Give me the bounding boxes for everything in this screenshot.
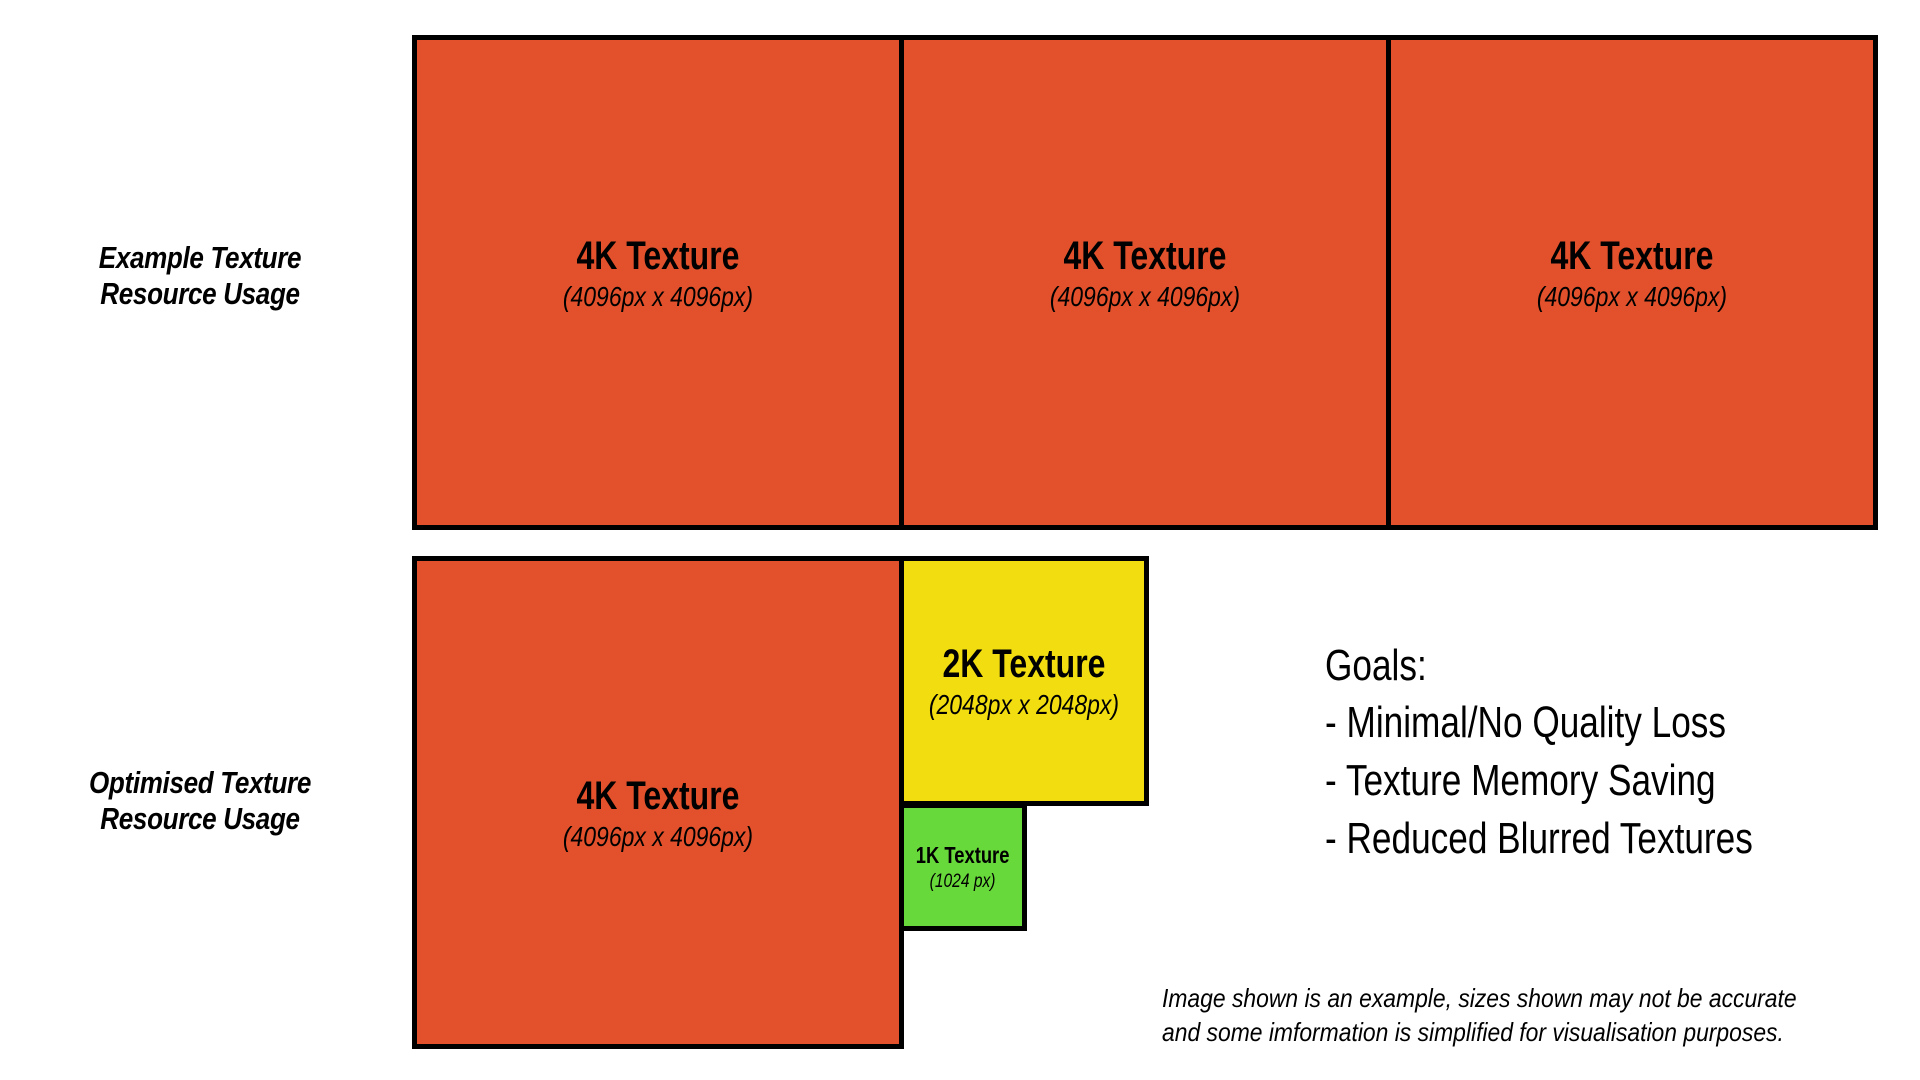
texture-block-4k-c-dimensions: (4096px x 4096px)	[1536, 281, 1728, 312]
texture-block-4k-a-title: 4K Texture	[576, 234, 740, 278]
texture-block-4k-b-title: 4K Texture	[1063, 234, 1227, 278]
texture-block-1k-text: 1K Texture (1024 px)	[904, 841, 1021, 892]
texture-block-4k-optimised-dimensions: (4096px x 4096px)	[562, 821, 754, 852]
goals-list: Goals: - Minimal/No Quality Loss - Textu…	[1325, 640, 1885, 865]
texture-block-4k-c-text: 4K Texture (4096px x 4096px)	[1516, 236, 1748, 311]
texture-block-4k-optimised: 4K Texture (4096px x 4096px)	[412, 556, 904, 1049]
texture-block-4k-b-dimensions: (4096px x 4096px)	[1049, 281, 1241, 312]
texture-block-1k-dimensions: (1024 px)	[930, 870, 996, 892]
texture-block-4k-c-title: 4K Texture	[1550, 234, 1714, 278]
texture-block-4k-a: 4K Texture (4096px x 4096px)	[412, 35, 904, 530]
texture-block-2k-title: 2K Texture	[942, 641, 1106, 686]
goals-item-1: - Minimal/No Quality Loss	[1325, 698, 1727, 748]
texture-block-1k-title: 1K Texture	[916, 841, 1010, 868]
goals-heading: Goals:	[1325, 641, 1427, 690]
footnote-disclaimer: Image shown is an example, sizes shown m…	[1162, 983, 1797, 1047]
texture-block-2k: 2K Texture (2048px x 2048px)	[899, 556, 1149, 806]
texture-block-4k-optimised-text: 4K Texture (4096px x 4096px)	[542, 776, 774, 851]
row-label-optimised-texture-resource-usage: Optimised Texture Resource Usage	[89, 765, 311, 837]
texture-block-4k-a-dimensions: (4096px x 4096px)	[562, 281, 754, 312]
texture-block-4k-b-text: 4K Texture (4096px x 4096px)	[1029, 236, 1261, 311]
goals-item-3: - Reduced Blurred Textures	[1325, 813, 1753, 863]
texture-block-4k-b: 4K Texture (4096px x 4096px)	[899, 35, 1391, 530]
texture-block-2k-dimensions: (2048px x 2048px)	[928, 688, 1120, 720]
row-label-example-texture-resource-usage: Example Texture Resource Usage	[98, 240, 302, 312]
texture-block-4k-c: 4K Texture (4096px x 4096px)	[1386, 35, 1878, 530]
goals-item-2: - Texture Memory Saving	[1325, 755, 1716, 805]
texture-block-4k-a-text: 4K Texture (4096px x 4096px)	[542, 236, 774, 311]
texture-block-2k-text: 2K Texture (2048px x 2048px)	[908, 644, 1140, 719]
texture-block-4k-optimised-title: 4K Texture	[576, 774, 740, 818]
texture-block-1k: 1K Texture (1024 px)	[899, 803, 1027, 931]
